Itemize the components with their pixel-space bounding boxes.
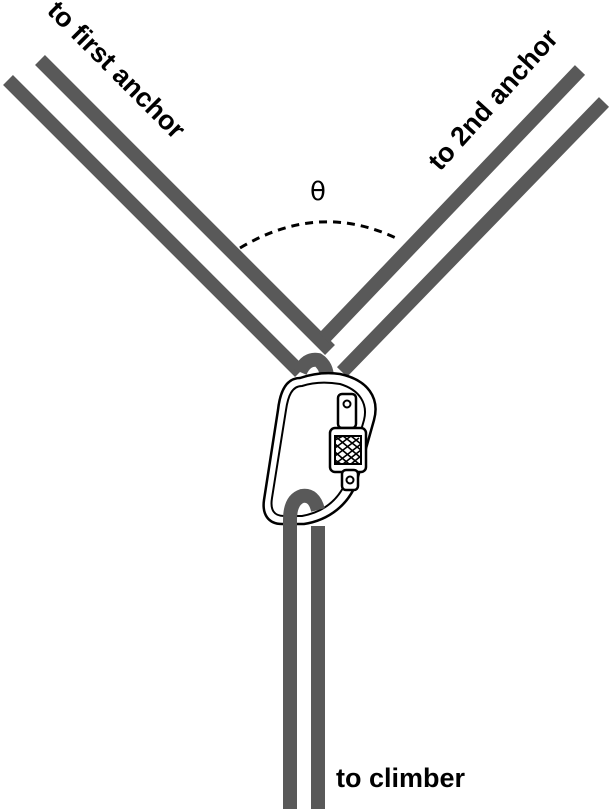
angle-arc [239, 220, 401, 250]
first-anchor-rope-inner-strand [35, 55, 335, 355]
first-anchor-rope [3, 55, 335, 377]
second-anchor-rope-inner-strand [318, 65, 586, 343]
locking-carabiner-icon [262, 371, 377, 526]
climber-label: to climber [336, 763, 466, 793]
rope-loop-bottom [283, 488, 325, 809]
second-anchor-rope-outer-strand [336, 97, 610, 377]
angle-label: θ [310, 177, 326, 207]
first-anchor-rope-outer-strand [3, 75, 305, 377]
first-anchor-label: to first anchor [42, 0, 192, 145]
second-anchor-rope [318, 65, 610, 377]
